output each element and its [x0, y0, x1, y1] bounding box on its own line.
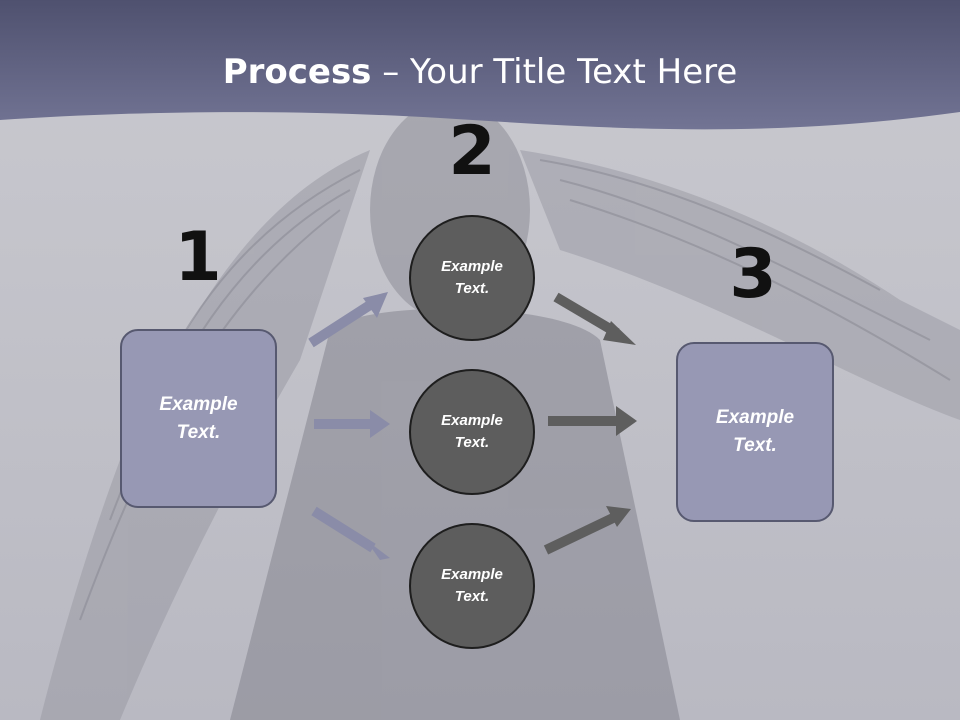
step-1-box: Example Text. — [120, 329, 277, 508]
arrow-to-circle-bottom — [311, 506, 390, 560]
slide-title: Process – Your Title Text Here — [0, 52, 960, 92]
arrow-from-circle-top — [553, 292, 636, 345]
title-rest-text: – Your Title Text Here — [371, 52, 738, 92]
arrow-to-circle-middle — [314, 410, 390, 438]
step-2-circle-bottom: Example Text. — [409, 523, 535, 649]
step-1-label: Example Text. — [159, 393, 238, 443]
arrow-to-circle-top — [308, 292, 388, 348]
circle-bottom-label: Example Text. — [441, 566, 503, 605]
circle-middle-label: Example Text. — [441, 412, 503, 451]
step-2-circle-middle: Example Text. — [409, 369, 535, 495]
title-bold-text: Process — [222, 52, 372, 92]
arrow-from-circle-middle — [548, 406, 637, 436]
circle-top-label: Example Text. — [441, 258, 503, 297]
step-2-circle-top: Example Text. — [409, 215, 535, 341]
step-3-box: Example Text. — [676, 342, 834, 522]
step-number-2: 2 — [448, 112, 496, 191]
step-3-label: Example Text. — [715, 407, 795, 456]
step-number-1: 1 — [174, 218, 222, 297]
step-number-3: 3 — [729, 235, 777, 314]
arrow-from-circle-bottom — [543, 506, 631, 555]
